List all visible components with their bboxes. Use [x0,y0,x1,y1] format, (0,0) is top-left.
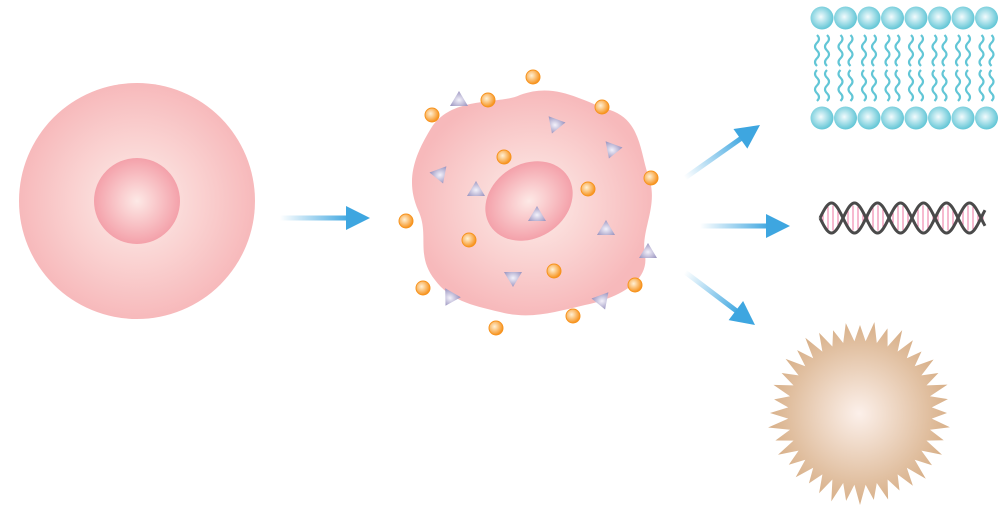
lipid-tail [837,69,844,102]
triangle-particle [597,220,615,235]
lipid-head [951,106,975,130]
lipid-head [975,106,998,130]
triangle-particle [548,116,566,134]
lipid-bilayer [810,6,998,130]
lipid-head [928,106,951,130]
lipid-tail [823,34,831,67]
lipid-head [881,106,904,130]
lipid-tail [860,69,868,102]
lipid-head [904,106,928,130]
orange-particle [643,170,659,186]
orange-particle [565,308,581,324]
arrow-shaft [683,270,741,315]
orange-particle [424,107,440,123]
lipid-tail [870,69,878,102]
arrow-head [766,214,790,238]
arrow-shaft [683,134,746,181]
lipid-tail [813,34,821,67]
lipid-tail [941,34,948,67]
lipid-tail [917,69,925,102]
lipid-tail [837,34,844,67]
lipid-head [834,6,857,30]
orange-particle [496,149,512,165]
arrow [280,206,370,230]
lipid-tail [813,69,821,102]
orange-particle [525,69,541,85]
lipid-tail [884,34,891,67]
lipid-tail [931,34,938,67]
arrow-shaft [700,223,770,229]
lipid-tail [847,34,854,67]
lipid-head [928,6,951,30]
triangle-particle [504,272,522,287]
lipid-tail [847,69,854,102]
dna-strand [818,201,987,235]
cell-nucleus [485,161,573,241]
lipid-head [881,6,904,30]
healthy-cell [19,83,255,319]
lipid-head [857,6,881,30]
orange-particle [580,181,596,197]
triangle-particle [605,141,623,159]
lipid-tail [964,69,972,102]
spiky-cell-body [768,322,950,505]
lipid-tail [978,34,985,67]
triangle-particle [639,243,657,258]
arrow [683,270,756,325]
lipid-head [834,106,857,130]
lipid-head [951,6,975,30]
lipid-head [810,6,834,30]
lipid-tail [884,69,891,102]
orange-particle [594,99,610,115]
arrow [700,214,790,238]
arrow [683,124,761,181]
triangle-particle [450,91,468,106]
orange-particle [415,280,431,296]
arrow-head [728,300,756,325]
lipid-tail [988,34,995,67]
lipid-tail [954,69,962,102]
lipid-head [975,6,998,30]
orange-particle [488,320,504,336]
lipid-tail [907,34,915,67]
lipid-head [904,6,928,30]
orange-particle [627,277,643,293]
triangle-particle [591,292,609,310]
lipid-tail [941,69,948,102]
lipid-tail [823,69,831,102]
lipid-tail [978,69,985,102]
lipid-tail [894,69,901,102]
cell-nucleus [94,158,180,244]
lipid-head [857,106,881,130]
triangle-particle [467,181,485,196]
lipid-head [810,106,834,130]
orange-particle [398,213,414,229]
spiky-cell [768,322,950,505]
arrow-head [733,124,761,149]
arrow-head [346,206,370,230]
lipid-tail [907,69,915,102]
triangle-particle [429,166,447,184]
lipid-tail [964,34,972,67]
lipid-tail [954,34,962,67]
lipid-tail [894,34,901,67]
dna-helix [818,201,987,235]
stressed-cell [398,69,659,336]
orange-particle [480,92,496,108]
arrow-shaft [280,215,350,221]
triangle-particle [445,288,461,306]
arrows [280,124,790,325]
triangle-particle [528,206,546,221]
lipid-tail [931,69,938,102]
lipid-tail [988,69,995,102]
lipid-tail [860,34,868,67]
orange-particle [461,232,477,248]
lipid-tail [870,34,878,67]
lipid-tail [917,34,925,67]
orange-particle [546,263,562,279]
